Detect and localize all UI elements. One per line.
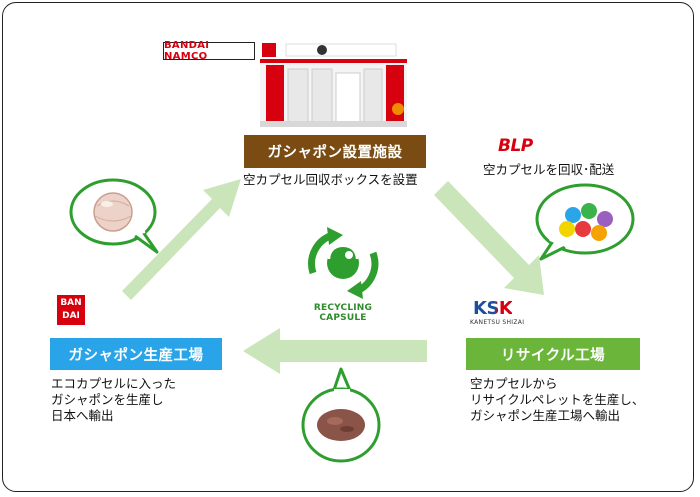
recycling-factory-desc: 空カプセルから リサイクルペレットを生産し、 ガシャポン生産工場へ輸出 (470, 376, 644, 424)
arrow-to-production (243, 328, 427, 374)
recycle-capsule-icon (308, 227, 379, 299)
flow-arrows (122, 179, 544, 374)
capsules-colored-icon (535, 183, 635, 261)
facility-desc: 空カプセル回収ボックスを設置 (243, 172, 418, 187)
recycling-factory-title: リサイクル工場 (466, 338, 640, 370)
capsule-clear-icon (69, 178, 159, 254)
recycling-capsule-label: RECYCLING CAPSULE (313, 303, 373, 323)
arrow-to-facility (122, 179, 241, 300)
recycling-desc-line: ガシャポン生産工場へ輸出 (470, 408, 621, 423)
bandai-logo: BAN DAI (57, 295, 85, 325)
bandai-namco-logo: BANDAI NAMCO (163, 40, 255, 62)
production-desc-line: エコカプセルに入った (51, 376, 177, 391)
recycling-desc-line: 空カプセルから (470, 376, 558, 391)
facility-title: ガシャポン設置施設 (244, 135, 426, 168)
recycling-desc-line: リサイクルペレットを生産し、 (470, 392, 645, 407)
store-photo (260, 41, 407, 127)
production-desc-line: ガシャポンを生産し (51, 392, 164, 407)
production-factory-desc: エコカプセルに入った ガシャポンを生産し 日本へ輸出 (51, 376, 176, 424)
ksk-logo-sub: KANETSU SHIZAI (470, 319, 525, 326)
diagram-frame: BANDAI NAMCO ガシャポン設置施設 空カプセル回収ボックスを設置 BL… (2, 2, 694, 492)
blp-logo: BLP (498, 136, 533, 156)
production-factory-title: ガシャポン生産工場 (50, 338, 222, 370)
production-desc-line: 日本へ輸出 (51, 408, 114, 423)
pellets-icon (301, 367, 381, 463)
logistics-desc: 空カプセルを回収･配送 (483, 162, 615, 177)
ksk-logo: KSK (473, 298, 513, 319)
arrow-to-recycling (434, 181, 544, 295)
